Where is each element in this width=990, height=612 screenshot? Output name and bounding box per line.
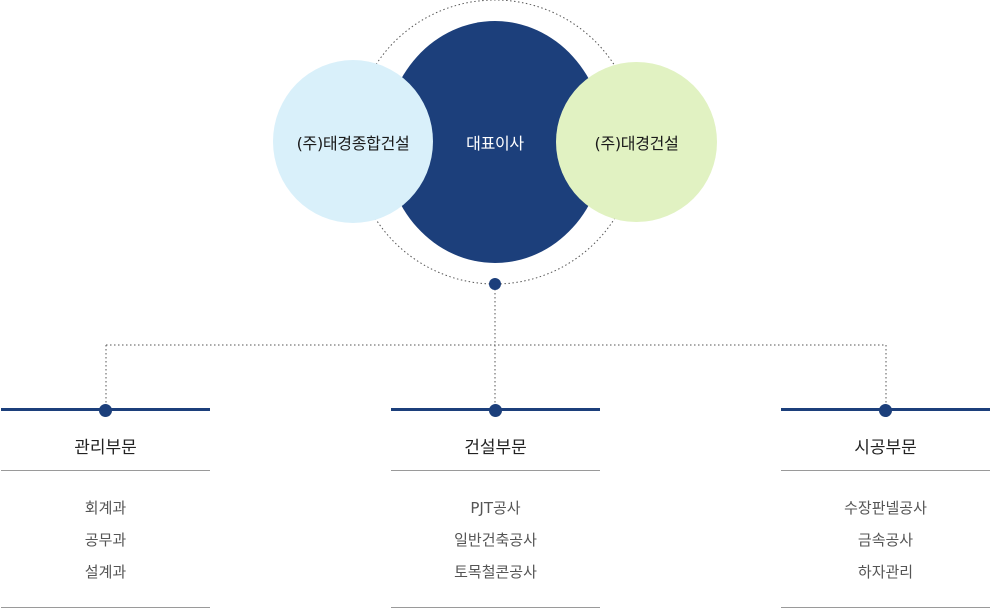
department-divider [1,470,210,471]
department-divider [391,470,600,471]
affiliate-right-label: (주)대경건설 [594,134,679,153]
list-item: 하자관리 [857,563,914,581]
list-item: 토목철콘공사 [454,563,537,581]
department-item-list: 회계과 공무과 설계과 [1,492,210,588]
department-node [489,404,502,417]
ceo-label: 대표이사 [466,134,524,153]
list-item: 금속공사 [857,531,914,549]
department-item-list: 수장판넬공사 금속공사 하자관리 [781,492,990,588]
affiliate-right-circle: (주)대경건설 [556,62,717,222]
trunk-node [489,278,501,290]
list-item: 설계과 [84,563,127,581]
list-item: 공무과 [84,531,127,549]
department-title: 관리부문 [74,438,137,458]
affiliate-left-label: (주)태경종합건설 [296,133,410,153]
department-title: 시공부문 [854,438,917,458]
department-divider [781,470,990,471]
list-item: 회계과 [84,499,127,517]
department-bottom-divider [781,607,990,608]
department-node [879,404,892,417]
department-title: 건설부문 [464,438,527,458]
department-bottom-divider [391,607,600,608]
department-node [99,404,112,417]
affiliate-left-circle: (주)태경종합건설 [273,60,433,223]
list-item: PJT공사 [470,499,521,517]
department-bottom-divider [1,607,210,608]
list-item: 일반건축공사 [454,531,537,549]
department-item-list: PJT공사 일반건축공사 토목철콘공사 [391,492,600,588]
list-item: 수장판넬공사 [844,499,927,517]
